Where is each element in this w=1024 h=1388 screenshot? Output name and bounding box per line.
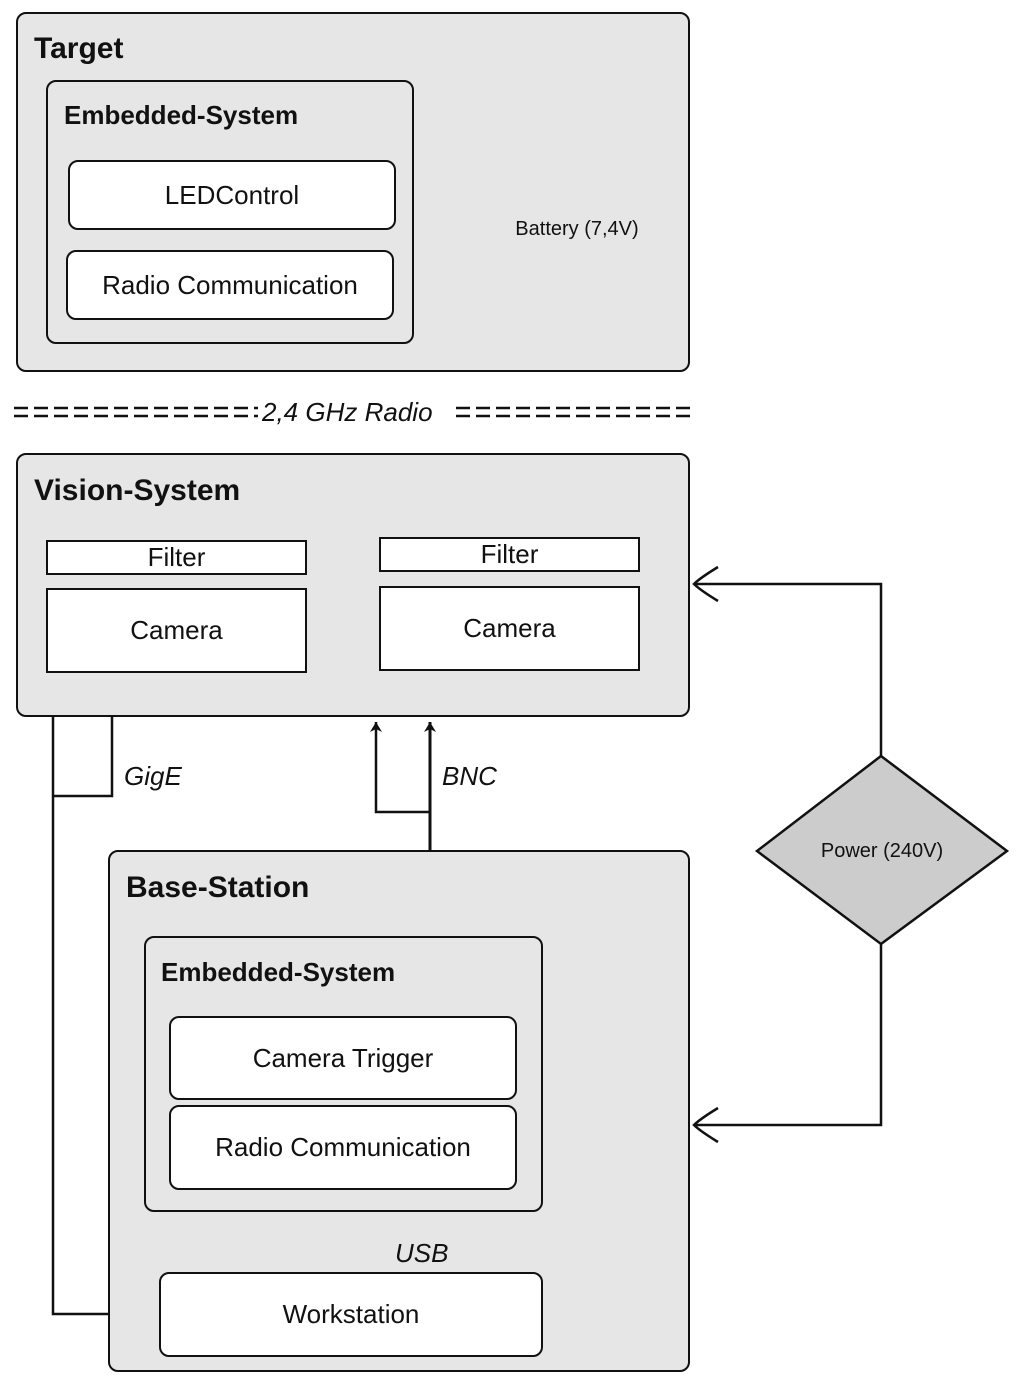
bnc-wire-branch: [370, 722, 430, 814]
power-base-arrowhead: [692, 1106, 719, 1144]
workstation: Workstation: [159, 1272, 543, 1357]
base-station-title: Base-Station: [126, 871, 310, 904]
vision-system-group: [16, 453, 690, 717]
camera-left: Camera: [46, 588, 307, 673]
gige-wire: [53, 716, 114, 798]
base-radio-module: Radio Communication: [169, 1105, 517, 1190]
target-title: Target: [34, 32, 124, 65]
power-label: Power (240V): [820, 840, 944, 862]
power-to-vision-wire: [694, 582, 883, 756]
base-embedded-system-title: Embedded-System: [161, 957, 396, 987]
filter-right: Filter: [379, 537, 640, 572]
power-vision-arrowhead: [692, 565, 719, 603]
power-to-base-wire: [694, 944, 883, 1127]
camera-right: Camera: [379, 586, 640, 671]
vision-system-title: Vision-System: [34, 474, 241, 507]
battery-label: Battery (7,4V): [515, 218, 639, 240]
target-radio-module: Radio Communication: [66, 250, 394, 320]
gige-label: GigE: [124, 761, 182, 791]
filter-left: Filter: [46, 540, 307, 575]
bnc-label: BNC: [442, 761, 497, 791]
target-embedded-system-title: Embedded-System: [64, 100, 299, 130]
usb-label: USB: [395, 1238, 449, 1268]
radio-link-label: 2,4 GHz Radio: [262, 397, 433, 427]
led-control-module: LEDControl: [68, 160, 396, 230]
radio-link-line: [14, 406, 690, 418]
camera-trigger-module: Camera Trigger: [169, 1016, 517, 1100]
